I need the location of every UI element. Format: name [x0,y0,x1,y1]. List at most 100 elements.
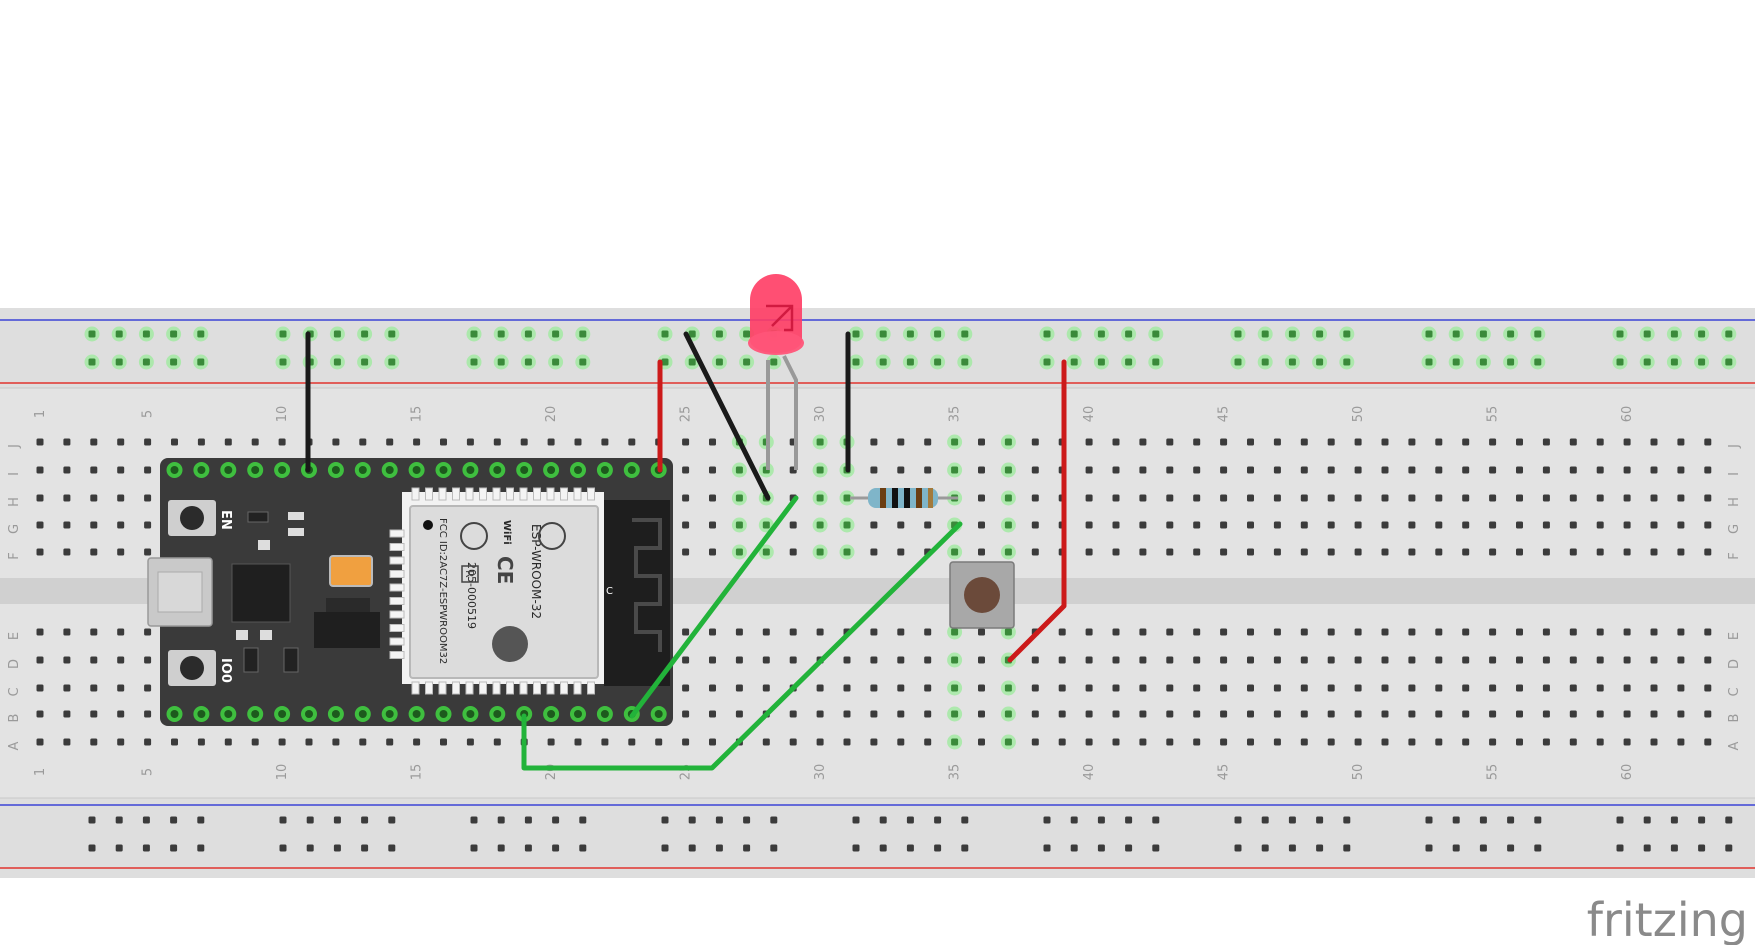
breadboard-hole [1435,628,1443,636]
hole-socket [1288,358,1296,366]
hole-socket [1677,710,1685,718]
hole-socket [897,548,905,556]
breadboard-hole [1273,494,1281,502]
breadboard-hole [1479,844,1487,852]
breadboard-hole [36,684,44,692]
breadboard-hole [1085,438,1093,446]
breadboard-hole [144,710,152,718]
hole-socket [1516,521,1523,529]
esp32-pin [166,706,183,722]
io0-button-cap[interactable] [180,656,204,680]
green-wire-button-signal[interactable] [521,521,963,771]
hole-socket [388,330,396,338]
resistor[interactable] [850,488,958,508]
breadboard-hole [90,710,98,718]
hole-socket [36,494,44,502]
push-button-cap[interactable] [964,577,1000,613]
hole-socket [1327,438,1335,446]
hole-socket [306,816,314,824]
row-label-right: C [1727,687,1742,696]
green-wire-led-signal[interactable] [629,495,799,719]
module-pin-top [560,487,568,501]
red-wire-button-3v3[interactable] [1007,359,1067,663]
hole-socket [115,844,123,852]
hole-socket [359,738,367,746]
column-number-top: 60 [1620,406,1635,423]
hole-socket [1316,330,1324,338]
hole-socket [1085,466,1093,474]
breadboard-hole [1193,656,1201,664]
push-button[interactable] [949,561,1015,629]
hole-socket [897,738,905,746]
breadboard-hole [1435,738,1443,746]
module-cert-code: 205-000519 [465,562,478,629]
hole-socket [852,330,860,338]
hole-socket [1516,548,1523,556]
breadboard-hole [1677,738,1685,746]
red-led[interactable] [748,274,804,470]
black-wire-led-gnd[interactable] [683,331,771,501]
breadboard-hole [789,521,797,529]
breadboard-hole [930,326,946,342]
hole-socket [117,738,125,746]
hole-socket [897,656,905,664]
breadboard-hole [1085,656,1093,664]
breadboard-hole [329,354,345,370]
hole-socket [1085,521,1093,529]
hole-socket [661,816,669,824]
breadboard-hole [1166,710,1174,718]
hole-socket [579,330,587,338]
breadboard-hole [361,816,369,824]
hole-socket [1677,494,1685,502]
breadboard-hole [897,684,905,692]
hole-socket [1489,494,1497,502]
breadboard-hole [90,438,98,446]
hole-socket [197,330,205,338]
esp32-pin [220,462,237,478]
hole-socket [789,628,797,636]
breadboard-hole [90,656,98,664]
breadboard-hole [1704,656,1712,664]
hole-socket [1139,738,1147,746]
row-label-left: H [7,497,22,507]
breadboard-hole [1448,354,1464,370]
breadboard-hole [1193,521,1201,529]
hole-socket [709,710,716,718]
breadboard-hole [1381,710,1389,718]
module-pin-top [506,487,514,501]
breadboard-hole [711,326,727,342]
breadboard-hole [1354,684,1362,692]
breadboard-hole [278,438,286,446]
hole-socket [1542,684,1550,692]
breadboard-hole [655,738,663,746]
breadboard-hole [1408,548,1416,556]
pin-hole [170,466,179,474]
hole-socket [628,738,636,746]
breadboard-hole [789,628,797,636]
breadboard-hole [142,844,150,852]
breadboard-hole [762,738,770,746]
hole-socket [1004,548,1012,556]
hole-socket [1569,710,1577,718]
hole-socket [816,548,824,556]
en-button-cap[interactable] [180,506,204,530]
breadboard-hole [1261,816,1269,824]
hole-socket [897,628,905,636]
hole-socket [816,466,824,474]
hole-socket [333,816,341,824]
breadboard-hole [497,816,505,824]
hole-socket [1247,628,1254,636]
hole-socket [951,438,959,446]
hole-socket [224,738,232,746]
breadboard-hole [1542,738,1550,746]
breadboard-hole [1475,326,1491,342]
hole-socket [115,358,123,366]
breadboard-hole [1085,521,1093,529]
hole-socket [628,438,636,446]
breadboard-hole [709,628,716,636]
breadboard-hole [574,438,582,446]
resistor-band-5 [928,488,933,508]
breadboard-hole [36,738,44,746]
breadboard-hole [1666,354,1682,370]
breadboard-hole [36,494,44,502]
